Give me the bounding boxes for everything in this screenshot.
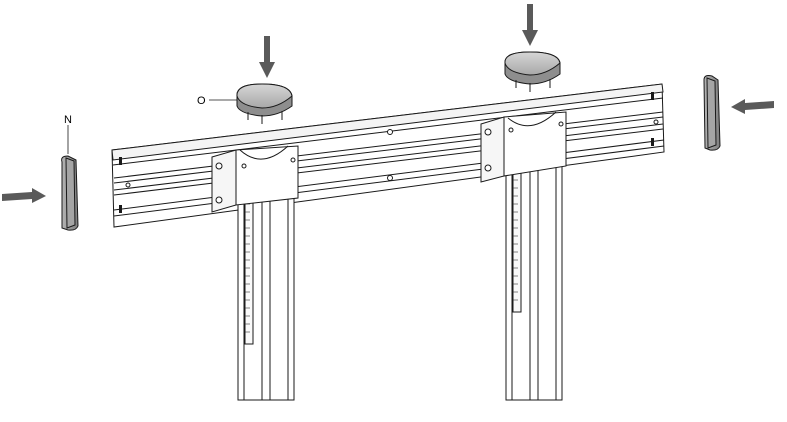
callout-label-O: O xyxy=(197,95,206,107)
callout-O: O xyxy=(197,95,237,107)
end-cap-left xyxy=(61,155,79,231)
arrow-down-right-cap xyxy=(522,4,538,46)
callout-N: N xyxy=(64,114,72,154)
top-cap-left xyxy=(236,83,293,124)
top-cap-right xyxy=(504,51,561,92)
arrow-down-left-cap xyxy=(259,36,275,78)
end-cap-right xyxy=(703,75,721,151)
right-upright xyxy=(480,111,567,401)
left-upright xyxy=(211,145,299,401)
callout-label-N: N xyxy=(64,114,72,126)
arrow-right-left-end xyxy=(2,188,46,203)
horizontal-rail xyxy=(111,83,665,228)
arrow-left-right-end xyxy=(731,99,774,114)
